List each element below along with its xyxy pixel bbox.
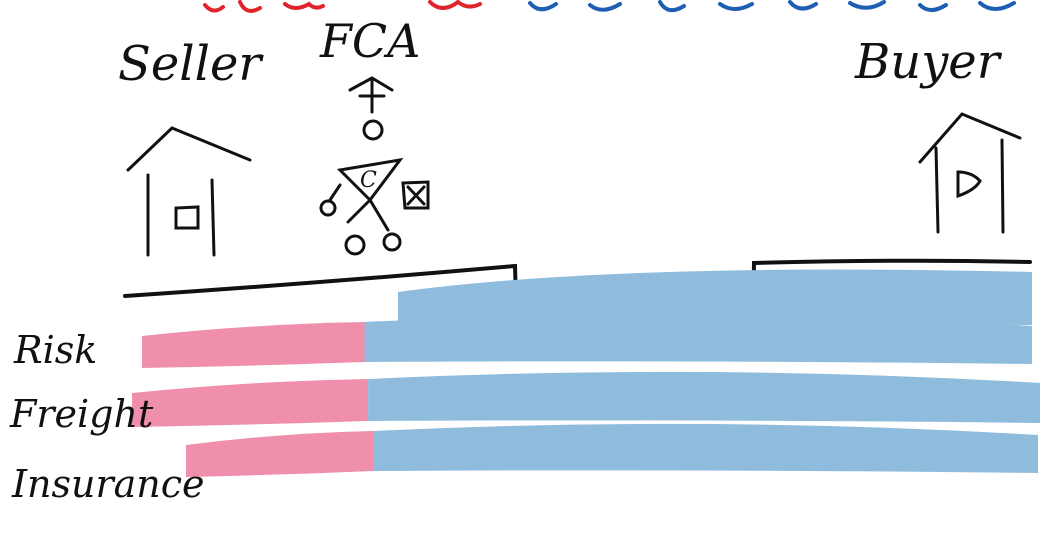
header-scribble: [203, 0, 1016, 13]
buyer-house-icon: [918, 112, 1022, 234]
row-label-insurance: Insurance: [12, 462, 205, 506]
buyer-ground-line: [751, 258, 1032, 330]
bar-buyer-freight: [368, 371, 1041, 423]
carrier-mark: C: [360, 168, 377, 193]
fca-label: FCA: [320, 14, 421, 68]
ground-lines: [123, 258, 1032, 337]
header-scribble-red: [203, 0, 482, 13]
responsibility-bars: [132, 269, 1041, 477]
bar-seller-insurance: [186, 431, 374, 477]
bar-seller-freight: [132, 379, 369, 427]
buyer-label: Buyer: [855, 34, 1000, 90]
seller-label: Seller: [118, 36, 262, 92]
box-mark: 区: [406, 182, 407, 183]
row-label-risk: Risk: [14, 328, 98, 372]
buyer-building-mark: D: [958, 170, 959, 171]
seller-house-icon: [126, 126, 252, 257]
header-scribble-blue: [528, 0, 1016, 13]
bar-seller-risk: [142, 322, 365, 368]
seller-building-mark: 口: [174, 202, 175, 203]
seller-ground-line: [123, 263, 519, 337]
row-label-freight: Freight: [10, 392, 154, 436]
carrier-figure-icon: [319, 76, 430, 256]
bar-buyer-insurance: [373, 423, 1038, 473]
bar-buyer-risk: [364, 314, 1032, 364]
